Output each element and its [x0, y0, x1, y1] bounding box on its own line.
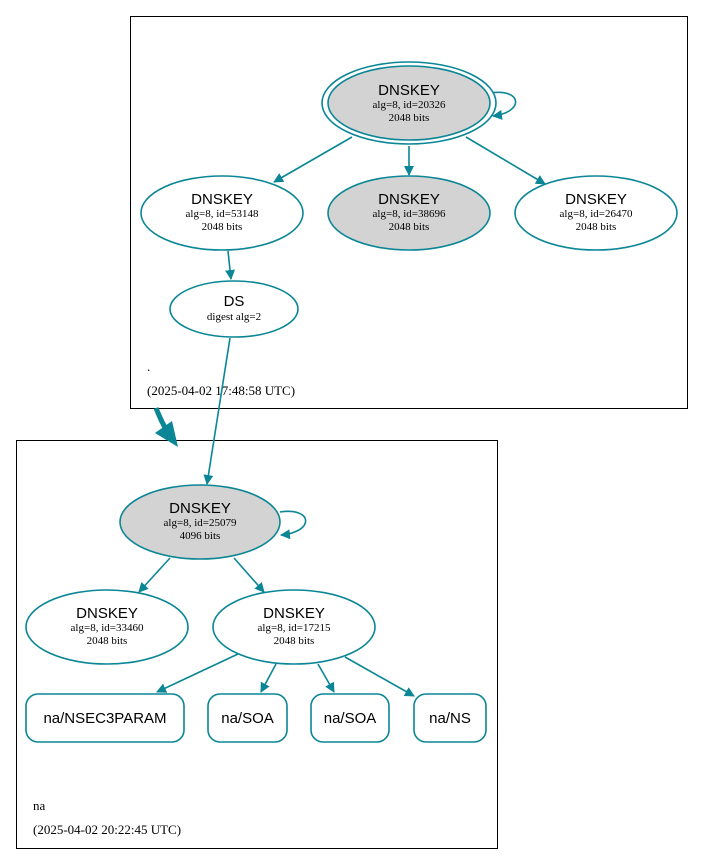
node-na-zsk2-line1: alg=8, id=17215 [258, 622, 331, 634]
zone-na-timestamp: (2025-04-02 20:22:45 UTC) [33, 822, 181, 837]
rrset-ns-label: na/NS [429, 710, 471, 727]
node-root-ksk-type: DNSKEY [378, 82, 440, 99]
node-na-zsk2-line2: 2048 bits [274, 635, 315, 647]
node-root-zsk1-line1: alg=8, id=53148 [186, 208, 259, 220]
node-root-ksk: DNSKEY alg=8, id=20326 2048 bits [321, 61, 497, 145]
node-root-zsk3: DNSKEY alg=8, id=26470 2048 bits [514, 175, 678, 251]
rrset-soa-2: na/SOA [310, 693, 390, 743]
node-root-zsk3-line1: alg=8, id=26470 [560, 208, 633, 220]
rrset-soa-2-label: na/SOA [324, 710, 377, 727]
edge-na-ksk-zsk2 [233, 557, 265, 593]
zone-na-box [16, 440, 498, 849]
rrset-soa-1-label: na/SOA [221, 710, 274, 727]
node-root-zsk1: DNSKEY alg=8, id=53148 2048 bits [140, 175, 304, 251]
edge-root-zsk1-ds [225, 250, 236, 280]
zone-root-box [130, 16, 688, 409]
edge-na-zsk2-soa2 [317, 663, 335, 693]
node-root-ds-type: DS [224, 293, 245, 310]
edge-root-ksk-zsk3 [465, 136, 546, 185]
node-na-zsk2: DNSKEY alg=8, id=17215 2048 bits [212, 589, 376, 665]
edge-na-zsk2-soa1 [260, 663, 277, 693]
node-root-zsk2-type: DNSKEY [378, 191, 440, 208]
node-na-ksk: DNSKEY alg=8, id=25079 4096 bits [119, 484, 281, 560]
edge-root-ksk-self [489, 91, 517, 120]
node-root-zsk3-type: DNSKEY [565, 191, 627, 208]
edge-ds-na-ksk [203, 337, 231, 485]
node-root-zsk1-type: DNSKEY [191, 191, 253, 208]
node-root-zsk2-line1: alg=8, id=38696 [373, 208, 446, 220]
node-na-ksk-line1: alg=8, id=25079 [164, 517, 237, 529]
node-root-ksk-line1: alg=8, id=20326 [373, 99, 446, 111]
zone-na-name: na [33, 798, 46, 813]
node-na-zsk1-line1: alg=8, id=33460 [71, 622, 144, 634]
node-root-ds-line1: digest alg=2 [207, 311, 261, 323]
edge-root-ksk-zsk1 [273, 136, 353, 183]
edge-na-zsk2-nsec3param [156, 653, 239, 693]
edge-delegation-head [155, 421, 178, 447]
rrset-soa-1: na/SOA [207, 693, 288, 743]
rrset-nsec3param: na/NSEC3PARAM [25, 693, 185, 743]
node-na-zsk2-type: DNSKEY [263, 605, 325, 622]
node-na-zsk1-type: DNSKEY [76, 605, 138, 622]
node-root-zsk2: DNSKEY alg=8, id=38696 2048 bits [327, 175, 491, 251]
node-na-zsk1-line2: 2048 bits [87, 635, 128, 647]
edge-na-zsk2-ns [344, 656, 415, 697]
node-root-ksk-line2: 2048 bits [389, 112, 430, 124]
node-root-zsk3-line2: 2048 bits [576, 221, 617, 233]
node-na-zsk1: DNSKEY alg=8, id=33460 2048 bits [25, 589, 189, 665]
edge-na-ksk-self [279, 510, 307, 540]
node-root-ds: DS digest alg=2 [169, 280, 299, 338]
node-root-zsk1-line2: 2048 bits [202, 221, 243, 233]
node-na-ksk-type: DNSKEY [169, 500, 231, 517]
zone-root-name: . [147, 359, 150, 374]
rrset-nsec3param-label: na/NSEC3PARAM [43, 710, 166, 727]
node-na-ksk-line2: 4096 bits [180, 530, 221, 542]
rrset-ns: na/NS [413, 693, 487, 743]
node-root-zsk2-line2: 2048 bits [389, 221, 430, 233]
edge-na-ksk-zsk1 [138, 557, 171, 593]
